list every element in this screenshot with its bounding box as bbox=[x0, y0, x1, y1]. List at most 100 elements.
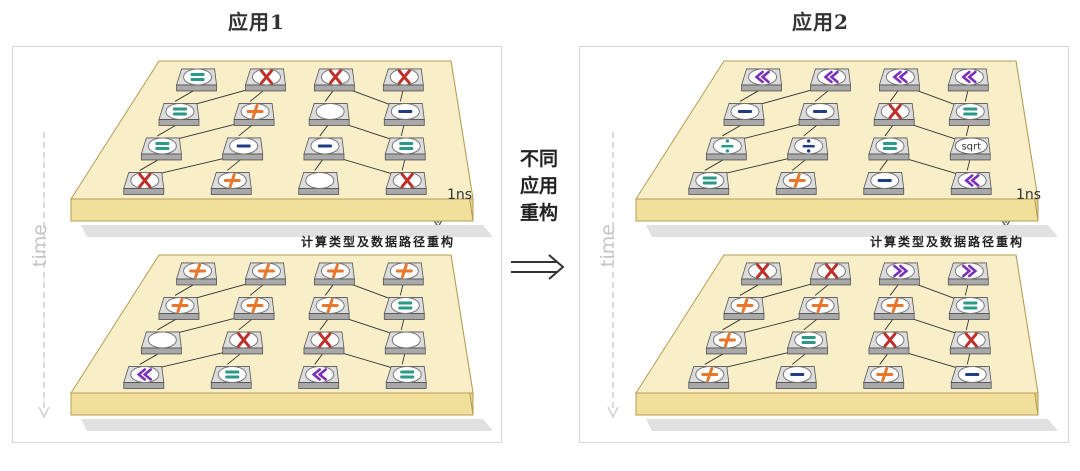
time-arrow bbox=[607, 132, 619, 419]
pe-chip bbox=[140, 137, 182, 161]
pe-chip bbox=[303, 331, 345, 355]
pe-chip bbox=[384, 137, 426, 161]
app2-diagram: sqrt bbox=[607, 60, 1058, 431]
pe-chip bbox=[688, 365, 730, 389]
board-front-edge bbox=[70, 392, 474, 416]
multiply-icon bbox=[320, 68, 350, 86]
shift-left-icon bbox=[957, 171, 987, 189]
plus-icon bbox=[217, 171, 247, 189]
pe-chip bbox=[176, 68, 218, 92]
multiply-icon bbox=[130, 171, 160, 189]
minus-icon bbox=[957, 365, 987, 383]
multiply-icon bbox=[251, 68, 281, 86]
shift-left-icon bbox=[816, 68, 846, 86]
mid-line-1: 不同 bbox=[519, 148, 558, 170]
pe-chip bbox=[233, 296, 275, 320]
reconfig-caption: 计算类型及数据路径重构 bbox=[870, 235, 1025, 249]
pe-chip bbox=[775, 365, 817, 389]
equals-icon bbox=[390, 296, 420, 314]
plus-icon bbox=[315, 296, 345, 314]
pe-chip bbox=[787, 331, 829, 355]
equals-icon bbox=[165, 102, 195, 120]
board-shadow bbox=[646, 419, 1058, 431]
reconfig-caption: 计算类型及数据路径重构 bbox=[301, 235, 456, 249]
time-label: time bbox=[29, 224, 51, 267]
plus-icon bbox=[695, 365, 725, 383]
pe-chip bbox=[775, 171, 817, 195]
pe-chip bbox=[809, 262, 851, 286]
minus-icon bbox=[229, 137, 259, 155]
pe-chip bbox=[158, 296, 200, 320]
multiply-icon bbox=[229, 331, 259, 349]
pe-chip bbox=[723, 102, 765, 126]
board-surface bbox=[70, 254, 474, 394]
minus-icon bbox=[870, 171, 900, 189]
pe-chip bbox=[878, 68, 920, 92]
pe-chip bbox=[948, 296, 990, 320]
pe-chip bbox=[233, 102, 275, 126]
pe-chip bbox=[384, 331, 426, 355]
mid-line-2: 应用 bbox=[519, 175, 558, 197]
equals-icon bbox=[955, 296, 985, 314]
pe-chip bbox=[244, 68, 286, 92]
pe-chip bbox=[863, 365, 905, 389]
plus-icon bbox=[870, 365, 900, 383]
pe-chip bbox=[878, 262, 920, 286]
board-front-edge bbox=[70, 198, 474, 222]
minus-icon bbox=[310, 137, 340, 155]
pe-chip bbox=[809, 68, 851, 92]
pe-chip bbox=[382, 68, 424, 92]
pe-chip bbox=[222, 331, 264, 355]
divide-icon bbox=[794, 137, 824, 155]
shift-right-icon bbox=[954, 262, 984, 280]
pe-chip bbox=[950, 365, 992, 389]
app2-panel: sqrt time 1ns 计算类型及数据路径重构 bbox=[579, 46, 1069, 443]
pe-chip bbox=[385, 365, 427, 389]
plus-icon bbox=[183, 262, 213, 280]
pe-chip: sqrt bbox=[949, 137, 991, 161]
multiply-icon bbox=[875, 331, 905, 349]
pe-chip bbox=[798, 296, 840, 320]
board-surface bbox=[635, 254, 1039, 394]
sqrt-icon: sqrt bbox=[954, 137, 988, 155]
shift-right-icon bbox=[885, 262, 915, 280]
equals-icon bbox=[695, 171, 725, 189]
pe-chip bbox=[313, 262, 355, 286]
multiply-icon bbox=[956, 331, 986, 349]
pe-chip bbox=[123, 171, 165, 195]
pe-chip bbox=[741, 262, 783, 286]
minus-icon bbox=[730, 102, 760, 120]
mid-line-3: 重构 bbox=[519, 202, 558, 224]
shift-left-icon bbox=[130, 365, 160, 383]
pe-chip bbox=[303, 137, 345, 161]
multiply-icon bbox=[392, 171, 422, 189]
board-shadow bbox=[646, 225, 1058, 237]
plus-icon bbox=[320, 262, 350, 280]
plus-icon bbox=[240, 102, 270, 120]
plus-icon bbox=[165, 296, 195, 314]
app1-diagram bbox=[38, 60, 493, 431]
pe-chip bbox=[950, 171, 992, 195]
equals-icon bbox=[875, 137, 905, 155]
time-arrow bbox=[38, 132, 50, 419]
pe-chip bbox=[308, 102, 350, 126]
pe-chip bbox=[949, 331, 991, 355]
pe-chip bbox=[947, 68, 989, 92]
double-arrow-right-icon bbox=[511, 254, 565, 280]
pe-chip bbox=[741, 68, 783, 92]
pe-chip bbox=[947, 262, 989, 286]
pe-chip bbox=[298, 365, 340, 389]
pe-chip bbox=[787, 137, 829, 161]
multiply-icon bbox=[310, 331, 340, 349]
pe-chip bbox=[873, 296, 915, 320]
app2-title: 应用2 bbox=[792, 10, 849, 34]
app1-title: 应用1 bbox=[228, 10, 285, 34]
pe-chip bbox=[140, 331, 182, 355]
empty-slot-icon bbox=[305, 171, 335, 189]
plus-icon bbox=[782, 171, 812, 189]
multiply-icon bbox=[748, 262, 778, 280]
pe-chip bbox=[244, 262, 286, 286]
plus-icon bbox=[240, 296, 270, 314]
pe-chip bbox=[863, 171, 905, 195]
step-label: 1ns bbox=[447, 187, 473, 203]
